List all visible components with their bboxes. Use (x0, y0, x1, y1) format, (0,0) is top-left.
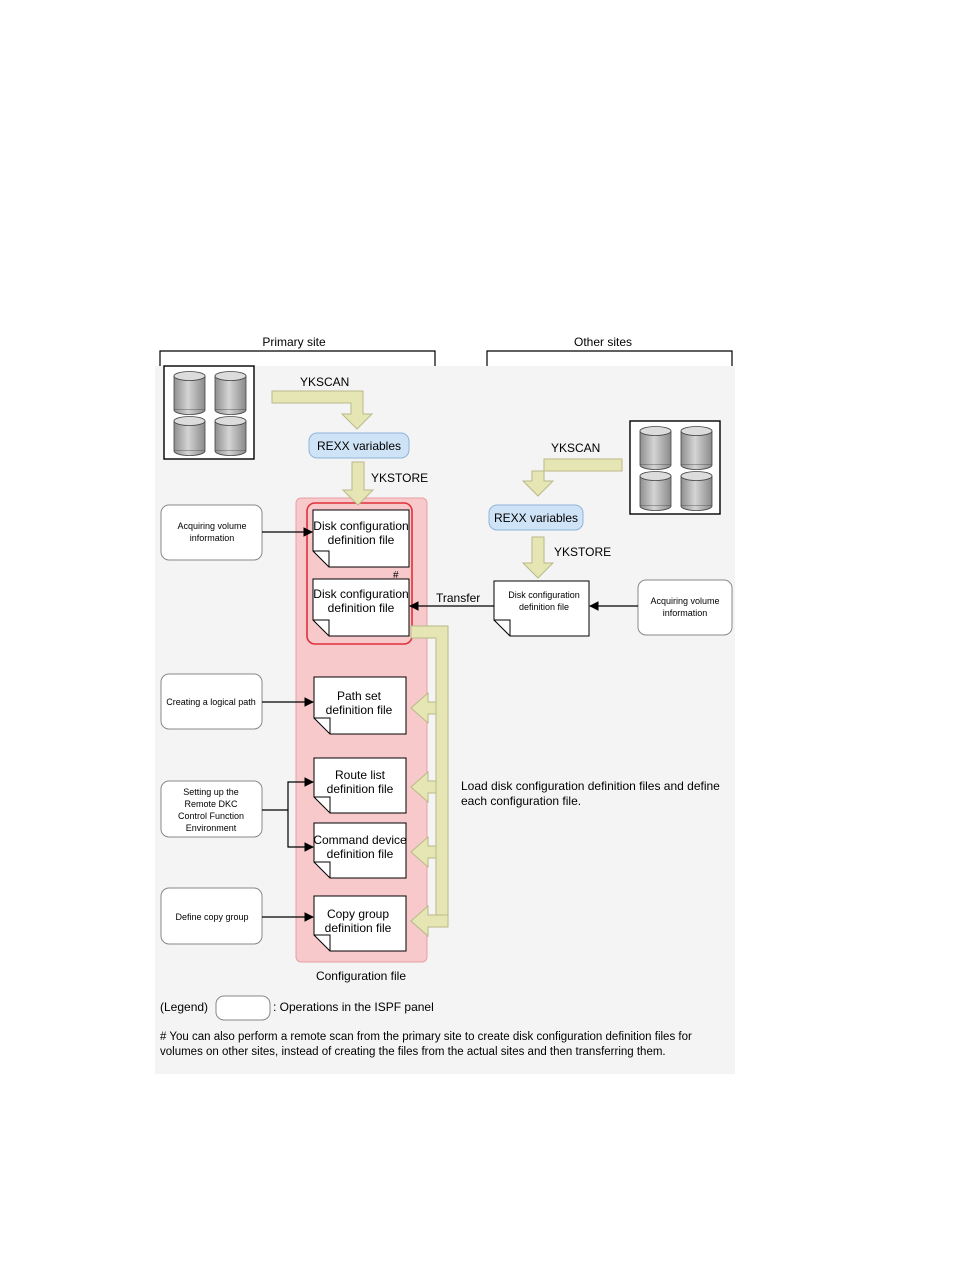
svg-text:REXX variables: REXX variables (494, 511, 578, 525)
connector-arrow (262, 777, 314, 811)
other-site-disk-enclosure (629, 420, 721, 515)
svg-text:Acquiring volume: Acquiring volume (177, 521, 246, 531)
route-list-file: Route list definition file (313, 757, 407, 814)
ykscan-label-other: YKSCAN (551, 441, 600, 455)
svg-text:definition file: definition file (327, 782, 394, 796)
svg-text:Define copy group: Define copy group (175, 912, 248, 922)
svg-text:Setting up the: Setting up the (183, 787, 239, 797)
disk-icon (214, 416, 247, 456)
svg-text:Disk configuration: Disk configuration (313, 587, 408, 601)
svg-text:definition file: definition file (328, 601, 395, 615)
disk-icon (173, 371, 206, 415)
other-sites-bracket (486, 350, 733, 366)
legend-text: : Operations in the ISPF panel (273, 1000, 434, 1014)
ykstore-label-primary: YKSTORE (371, 471, 428, 485)
disk-config-file-primary-2: Disk configuration definition file (312, 578, 410, 637)
svg-text:Disk configuration: Disk configuration (313, 519, 408, 533)
svg-text:Acquiring volume: Acquiring volume (650, 596, 719, 606)
svg-text:definition file: definition file (328, 533, 395, 547)
rexx-variables-other: REXX variables (488, 504, 584, 531)
transfer-label: Transfer (436, 591, 480, 605)
ykstore-arrow-other (521, 536, 555, 579)
hash-mark: # (393, 570, 399, 581)
disk-config-file-primary-1: Disk configuration definition file (312, 509, 410, 568)
svg-text:Disk configuration: Disk configuration (508, 590, 580, 600)
footnote-line-1: # You can also perform a remote scan fro… (160, 1031, 692, 1043)
footnote-line-2: volumes on other sites, instead of creat… (160, 1046, 666, 1058)
load-branch-arrow (410, 691, 437, 725)
copy-group-file: Copy group definition file (313, 895, 407, 952)
svg-text:Route list: Route list (335, 768, 386, 782)
svg-text:Command device: Command device (313, 833, 407, 847)
primary-site-label: Primary site (262, 335, 326, 349)
ykstore-arrow-primary (341, 461, 375, 506)
svg-text:definition file: definition file (326, 703, 393, 717)
op-define-copy-group: Define copy group (160, 887, 263, 945)
ykscan-arrow-primary (271, 390, 374, 430)
configuration-file-label: Configuration file (316, 969, 406, 983)
ykstore-label-other: YKSTORE (554, 545, 611, 559)
svg-text:Path set: Path set (337, 689, 382, 703)
op-acquiring-volume-primary: Acquiring volume information (160, 504, 263, 561)
load-note-line-2: each configuration file. (461, 794, 581, 808)
disk-icon (639, 426, 672, 470)
ykscan-label-primary: YKSCAN (300, 375, 349, 389)
load-note-line-1: Load disk configuration definition files… (461, 779, 720, 793)
svg-text:Copy group: Copy group (327, 907, 389, 921)
command-device-file: Command device definition file (313, 822, 407, 879)
disk-icon (680, 426, 713, 470)
svg-text:definition file: definition file (519, 602, 569, 612)
ykscan-arrow-other (521, 458, 623, 497)
svg-text:information: information (663, 608, 708, 618)
op-setting-up-remote-dkc: Setting up the Remote DKC Control Functi… (160, 780, 263, 838)
svg-text:Remote DKC: Remote DKC (184, 799, 238, 809)
load-branch-arrow (410, 770, 437, 804)
other-sites-label: Other sites (574, 335, 632, 349)
svg-text:Creating a logical path: Creating a logical path (166, 697, 256, 707)
svg-text:REXX variables: REXX variables (317, 439, 401, 453)
disk-icon (214, 371, 247, 415)
primary-site-bracket (159, 350, 436, 366)
rexx-variables-primary: REXX variables (308, 432, 410, 459)
path-set-file: Path set definition file (313, 676, 407, 735)
svg-text:definition file: definition file (327, 847, 394, 861)
svg-text:Control Function: Control Function (178, 811, 244, 821)
disk-icon (173, 416, 206, 456)
op-creating-logical-path: Creating a logical path (160, 673, 263, 730)
svg-text:information: information (190, 533, 235, 543)
op-acquiring-volume-other: Acquiring volume information (637, 579, 733, 636)
connector-arrow (287, 810, 314, 852)
disk-icon (680, 471, 713, 511)
legend-swatch (215, 995, 271, 1021)
load-branch-arrow-final (410, 904, 449, 938)
disk-config-file-other: Disk configuration definition file (493, 580, 590, 637)
primary-disk-enclosure (163, 365, 255, 460)
svg-text:Environment: Environment (186, 823, 237, 833)
legend-label: (Legend) (160, 1000, 208, 1014)
load-branch-arrow (410, 835, 437, 869)
svg-text:definition file: definition file (325, 921, 392, 935)
disk-icon (639, 471, 672, 511)
